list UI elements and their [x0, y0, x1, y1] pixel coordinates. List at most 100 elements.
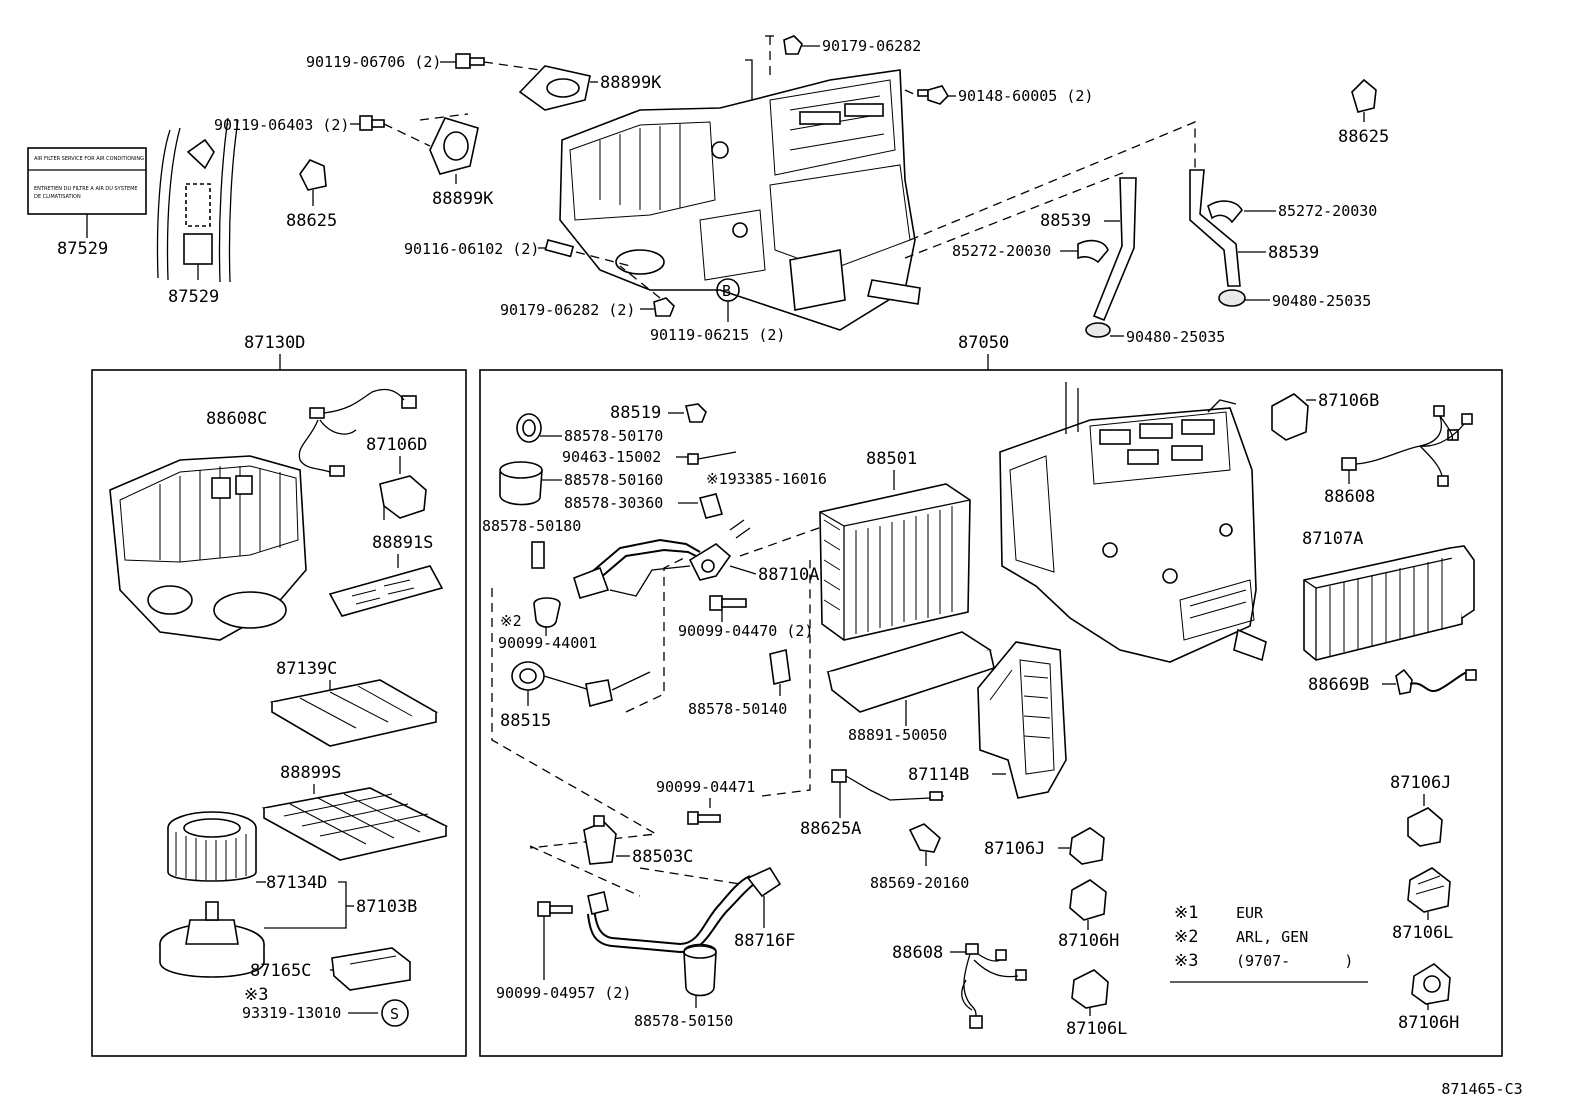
label-87106L-a: 87106L [1066, 1019, 1127, 1039]
servo-motor-87106L-b [1407, 867, 1451, 920]
drain-hose-88539-a [1092, 177, 1137, 322]
clip-90463-15002-icon [676, 451, 737, 465]
label-85272-20030-b: 85272-20030 [952, 242, 1051, 260]
label-87106D: 87106D [366, 435, 427, 455]
label-87529-b: 87529 [168, 287, 219, 307]
bolt-90099-04471-icon [687, 798, 721, 825]
label-88539-a: 88539 [1040, 211, 1091, 231]
label-90119-06706: 90119-06706 (2) [306, 53, 441, 71]
pipe-seal-88578-30360-icon [678, 493, 724, 519]
label-88569-20160: 88569-20160 [870, 874, 969, 892]
door-frame-87529 [156, 117, 239, 283]
nut-90179-06282-2-icon [640, 297, 675, 317]
blower-motor [159, 901, 338, 978]
bolt-90099-04957-icon [537, 901, 573, 980]
thermistor-88515 [511, 661, 651, 708]
blower-resistor-87165C [330, 947, 411, 991]
servo-motor-87106J-b [1407, 794, 1443, 847]
label-88716F: 88716F [734, 931, 795, 951]
label-88899S: 88899S [280, 763, 341, 783]
label-193385-16016: ※193385-16016 [706, 470, 827, 488]
label-87050: 87050 [958, 333, 1009, 353]
label-88899K-b: 88899K [432, 189, 494, 209]
label-90463-15002: 90463-15002 [562, 448, 661, 466]
harness-88669B [1382, 668, 1477, 695]
blower-fan-87134D [167, 811, 266, 883]
marker-s: S [390, 1005, 399, 1023]
drain-hose-88539-b [1189, 169, 1266, 287]
suction-pipe-88710A [573, 519, 757, 599]
label-88578-50140: 88578-50140 [688, 700, 787, 718]
drain-pan-88891-50050 [826, 631, 995, 726]
label-88625-b: 88625 [1338, 127, 1389, 147]
label-88503C: 88503C [632, 847, 693, 867]
packing-88578-50180-icon [531, 541, 545, 569]
label-88578-50180: 88578-50180 [482, 517, 581, 535]
harness-88608C [298, 388, 417, 477]
servo-motor-87106B [1271, 393, 1316, 441]
legend-mark-2: ※2 [1174, 927, 1198, 947]
label-88669B: 88669B [1308, 675, 1369, 695]
harness-88608-b [950, 943, 1027, 1029]
label-88625A: 88625A [800, 819, 861, 839]
oring-88578-50170-icon [516, 413, 562, 443]
legend-text-2: ARL, GEN [1236, 928, 1308, 946]
box-87130D [91, 369, 467, 1057]
air-filter-87139C [269, 679, 439, 747]
grommet-90480-25035-b [1085, 322, 1124, 338]
bolt-90116-06102-icon [538, 239, 575, 258]
filter-cover-88891S [328, 554, 444, 617]
filter-frame-88899S [261, 784, 449, 861]
label-88515: 88515 [500, 711, 551, 731]
label-87106J-a: 87106J [984, 839, 1045, 859]
evaporator-88501 [819, 483, 971, 641]
label-90119-06403: 90119-06403 (2) [214, 116, 349, 134]
packing-88578-50140-icon [769, 649, 791, 696]
label-88539-b: 88539 [1268, 243, 1319, 263]
servo-motor-87106D [379, 456, 427, 520]
servo-motor-87106H-a [1069, 879, 1107, 930]
label-88578-50150: 88578-50150 [634, 1012, 733, 1030]
label-87106J-b: 87106J [1390, 773, 1451, 793]
label-88519: 88519 [610, 403, 661, 423]
clip-88625-a [299, 159, 327, 206]
label-88608C: 88608C [206, 409, 267, 429]
marker-b: B [722, 282, 731, 300]
label-88501: 88501 [866, 449, 917, 469]
label-87107A: 87107A [1302, 529, 1363, 549]
air-mix-damper-87114B [977, 641, 1067, 799]
label-87529-a: 87529 [57, 239, 108, 259]
harness-88608-a [1341, 405, 1473, 487]
servo-motor-87106H-b [1411, 963, 1451, 1010]
label-90099-44001: 90099-44001 [498, 634, 597, 652]
label-87134D: 87134D [266, 873, 327, 893]
label-88608-b: 88608 [892, 943, 943, 963]
sticker-line2: ENTRETIEN DU FILTRE A AIR DU SYSTEME [34, 186, 138, 192]
note3-mark: ※3 [244, 985, 268, 1005]
diagram-code: 871465-C3 [1441, 1080, 1522, 1098]
label-90099-04957: 90099-04957 (2) [496, 984, 631, 1002]
pipe-seal-88578-50160-icon [499, 461, 562, 506]
heater-core-87107A [1303, 545, 1475, 661]
label-90480-25035-b: 90480-25035 [1126, 328, 1225, 346]
label-87106L-b: 87106L [1392, 923, 1453, 943]
servo-motor-87106L-a [1071, 969, 1109, 1016]
oring-90099-44001-icon [533, 597, 561, 636]
label-90179-06282-2: 90179-06282 (2) [500, 301, 635, 319]
pipe-seal-88578-50150-icon [683, 943, 717, 1008]
label-88891-50050: 88891-50050 [848, 726, 947, 744]
legend-text-3: (9707- ) [1236, 952, 1353, 970]
bolt-90099-04470-icon [709, 595, 747, 622]
label-90099-04470: 90099-04470 (2) [678, 622, 813, 640]
bolt-90119-06706-icon [440, 53, 485, 69]
heater-unit-assembly [559, 59, 921, 331]
legend: ※1 EUR ※2 ARL, GEN ※3 (9707- ) [1170, 903, 1368, 983]
sticker-87529: AIR FILTER SERVICE FOR AIR CONDITIONING … [27, 147, 147, 238]
label-88710A: 88710A [758, 565, 819, 585]
box-87050 [479, 369, 1503, 1057]
duct-seal-88899K-a [518, 65, 598, 111]
clip-88625-b [1351, 78, 1377, 122]
label-88578-30360: 88578-30360 [564, 494, 663, 512]
label-88608-a: 88608 [1324, 487, 1375, 507]
